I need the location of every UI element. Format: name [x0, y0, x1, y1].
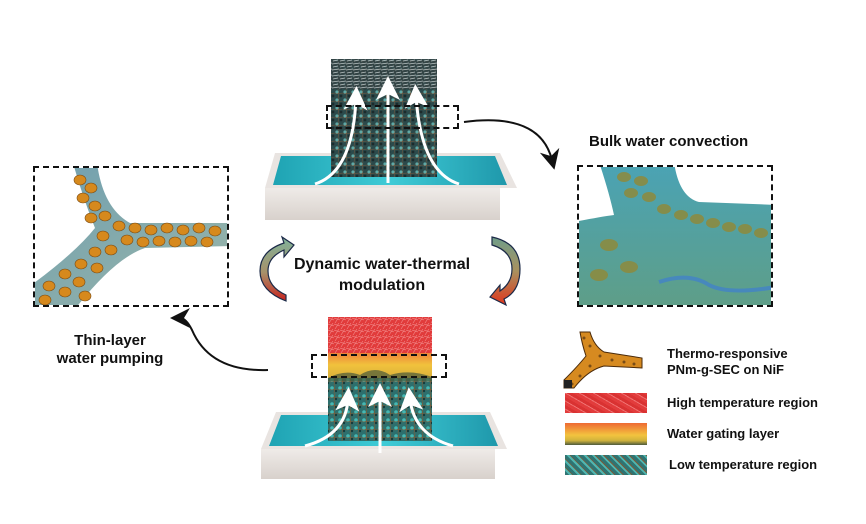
flow-arrow-left — [304, 387, 360, 448]
center-label: Dynamic water-thermal modulation — [282, 254, 482, 296]
legend-swatch-low-temp — [565, 455, 647, 475]
legend: Thermo-responsive PNm-g-SEC on NiF High … — [560, 330, 860, 480]
thin-layer-label: Thin-layer water pumping — [40, 332, 180, 368]
bottom-tray-front — [261, 449, 495, 479]
legend-swatch-high-temp — [565, 393, 647, 413]
top-evaporator-graphic — [265, 59, 517, 220]
thin-layer-label-line1: Thin-layer — [74, 332, 146, 349]
cycle-arrow-right-icon — [489, 236, 521, 307]
bottom-evaporator-graphic — [261, 317, 507, 479]
submerged-branch — [579, 167, 771, 305]
legend-label-low-temp: Low temperature region — [669, 457, 818, 472]
flow-arrow-left — [314, 86, 368, 186]
bottom-evaporator-device — [250, 305, 510, 495]
flow-arrow-right — [404, 84, 460, 186]
orange-particles — [38, 174, 222, 305]
top-foam-cap — [331, 59, 437, 89]
thin-layer-inset — [33, 166, 229, 307]
legend-swatch-gating-layer — [565, 423, 647, 445]
legend-item-thermo-responsive: Thermo-responsive PNm-g-SEC on NiF — [667, 346, 788, 378]
center-label-line2: modulation — [338, 277, 426, 294]
submerged-particles — [590, 172, 768, 281]
bulk-water-inset — [577, 165, 773, 307]
center-label-line1: Dynamic water-thermal — [293, 256, 471, 273]
legend-label-high-temp: High temperature region — [667, 395, 818, 410]
legend-label-gating-layer: Water gating layer — [667, 426, 780, 441]
legend-branch-icon — [563, 331, 643, 389]
thin-layer-label-line2: water pumping — [56, 350, 164, 367]
bottom-foam-high-region — [328, 317, 432, 353]
top-tray-front — [265, 188, 500, 220]
bulk-water-label: Bulk water convection — [589, 133, 749, 150]
legend-label-line2: PNm-g-SEC on NiF — [667, 362, 784, 377]
legend-label-line1: Thermo-responsive — [667, 346, 788, 361]
top-evaporator-device — [255, 50, 517, 230]
water-surface-ripple — [658, 275, 771, 293]
cycle-arrow-left-icon — [259, 235, 295, 302]
gating-boundary — [328, 370, 432, 381]
bulk-water-branch-graphic — [579, 167, 771, 305]
top-highlight-box — [326, 105, 459, 129]
flow-arrow-right — [399, 387, 454, 448]
thin-layer-branch-graphic — [35, 168, 227, 305]
bottom-highlight-box — [311, 354, 447, 378]
